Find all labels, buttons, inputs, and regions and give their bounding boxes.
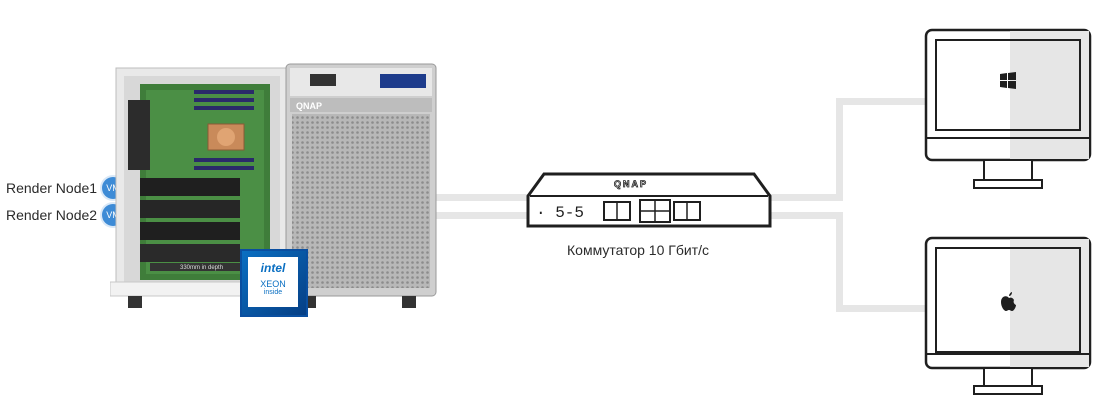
wire-vertical-top bbox=[836, 98, 843, 201]
render-node-label-1: Render Node1 bbox=[6, 180, 98, 196]
wire-to-bottom-monitor bbox=[836, 305, 926, 312]
xeon-text: XEON bbox=[260, 279, 286, 289]
switch-brand: QNAP bbox=[614, 179, 648, 189]
wire-to-top-monitor bbox=[836, 98, 926, 105]
windows-icon bbox=[1000, 72, 1016, 89]
switch-label: Коммутатор 10 Гбит/с bbox=[567, 242, 709, 258]
inside-text: inside bbox=[263, 289, 283, 296]
monitor-windows bbox=[924, 28, 1092, 189]
depth-text: 330mm in depth bbox=[180, 265, 223, 271]
render-node-label-2: Render Node2 bbox=[6, 207, 98, 223]
wire-switch-right-top bbox=[770, 194, 842, 201]
apple-icon bbox=[1001, 292, 1016, 311]
intel-xeon-badge: intel XEON inside bbox=[240, 249, 308, 317]
wire-switch-right-bottom bbox=[770, 212, 842, 219]
intel-logo-text: intel bbox=[260, 261, 286, 275]
monitor-apple bbox=[924, 236, 1092, 395]
wire-nas-switch-top bbox=[430, 194, 530, 201]
nas-brand: QNAP bbox=[296, 101, 322, 111]
wire-vertical-bottom bbox=[836, 212, 843, 312]
svg-text:· 5-5: · 5-5 bbox=[536, 204, 584, 222]
wire-nas-switch-bottom bbox=[430, 212, 530, 219]
network-switch: QNAP · 5-5 bbox=[526, 172, 772, 228]
